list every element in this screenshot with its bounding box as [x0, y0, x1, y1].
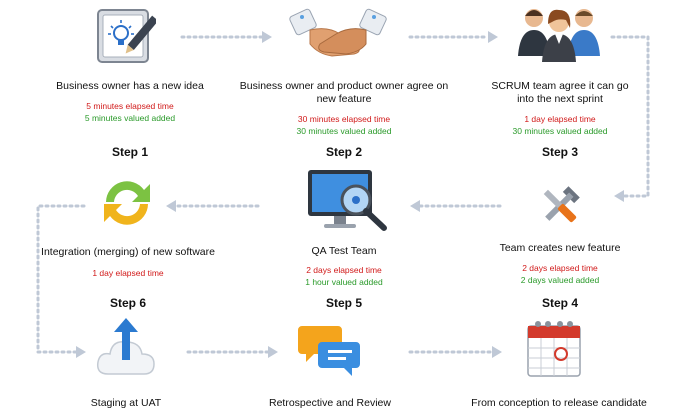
step-2-description: Business owner and product owner agree o… [239, 80, 449, 105]
conception-release-label: From conception to release candidate [471, 397, 647, 409]
tools-icon [543, 186, 580, 223]
step-1-card: Business owner has a new idea 5 minutes … [30, 80, 230, 124]
step-6-label: Step 6 [109, 296, 146, 310]
step-4-valued: 2 days valued added [520, 275, 600, 285]
step-5-description: QA Test Team [311, 245, 377, 257]
chat-bubbles-icon [298, 326, 360, 376]
step-5-elapsed: 2 days elapsed time [306, 265, 382, 275]
step-6-elapsed: 1 day elapsed time [92, 268, 164, 278]
calendar-icon [527, 321, 581, 377]
cloud-upload-icon [96, 318, 155, 375]
step-4-elapsed: 2 days elapsed time [522, 263, 598, 273]
step-3-elapsed: 1 day elapsed time [524, 114, 596, 124]
step-6-description: Integration (merging) of new software [41, 246, 215, 258]
retrospective-label: Retrospective and Review [269, 397, 391, 409]
step-1-elapsed: 5 minutes elapsed time [86, 101, 174, 111]
step-1-description: Business owner has a new idea [56, 80, 204, 92]
staging-uat-label: Staging at UAT [90, 397, 162, 409]
step-4-card: Team creates new feature 2 days elapsed … [460, 242, 660, 286]
step-2-card: Business owner and product owner agree o… [239, 80, 449, 137]
step-4-description: Team creates new feature [499, 242, 621, 254]
connector-6-uat [36, 204, 86, 354]
step-5-valued: 1 hour valued added [305, 277, 383, 287]
step-5-card: QA Test Team 2 days elapsed time 1 hour … [244, 245, 444, 288]
step-2-label: Step 2 [325, 145, 362, 159]
connector-3-4 [610, 35, 650, 198]
team-icon [518, 9, 600, 62]
step-3-description: SCRUM team agree it can go into the next… [491, 80, 629, 105]
step-5-label: Step 5 [325, 296, 362, 310]
step-2-elapsed: 30 minutes elapsed time [297, 114, 391, 124]
step-1-label: Step 1 [111, 145, 148, 159]
step-2-valued: 30 minutes valued added [296, 126, 392, 136]
idea-board-icon [97, 9, 156, 63]
sync-arrows-icon [104, 181, 150, 225]
step-1-valued: 5 minutes valued added [84, 113, 176, 123]
step-3-valued: 30 minutes valued added [512, 126, 608, 136]
step-3-card: SCRUM team agree it can go into the next… [460, 80, 660, 137]
handshake-icon [289, 8, 387, 57]
monitor-magnifier-icon [308, 170, 387, 231]
step-3-label: Step 3 [541, 145, 578, 159]
step-6-card: Integration (merging) of new software 1 … [28, 246, 228, 279]
step-4-label: Step 4 [541, 296, 578, 310]
